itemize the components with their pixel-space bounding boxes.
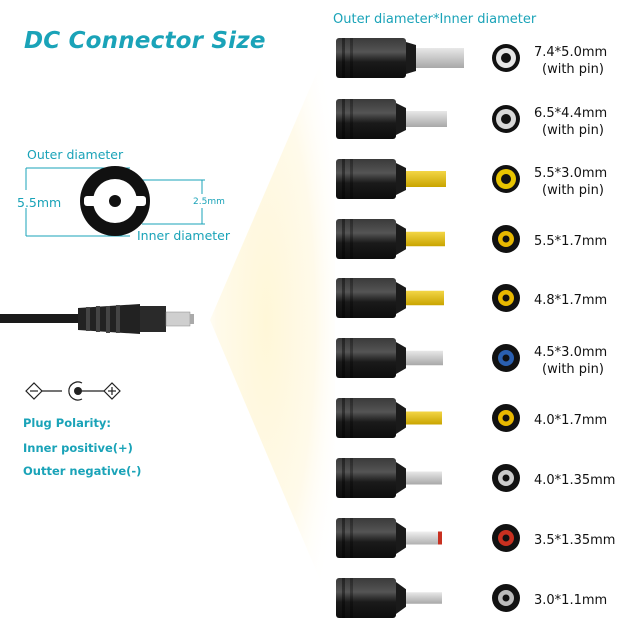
- connector-row: 6.5*4.4mm (with pin): [0, 91, 640, 151]
- plug-cross-section: [25, 166, 205, 237]
- connector-size-value: 3.5*1.35mm: [534, 533, 616, 548]
- connector-size-label: 3.0*1.1mm: [534, 592, 607, 609]
- connector-end-view-icon: [492, 105, 520, 133]
- page-title: DC Connector Size: [24, 28, 266, 54]
- connector-end-view-icon: [492, 404, 520, 432]
- connector-size-value: 4.5*3.0mm: [534, 345, 608, 360]
- connector-tip-image: [336, 578, 442, 618]
- connector-size-value: 4.0*1.7mm: [534, 413, 608, 428]
- connector-tip-image: [336, 398, 442, 438]
- connector-row: 4.5*3.0mm (with pin): [0, 330, 640, 390]
- connector-size-label: 4.8*1.7mm: [534, 292, 607, 309]
- dc-cable-plug: [0, 304, 194, 334]
- connector-size-value: 3.0*1.1mm: [534, 593, 608, 608]
- connector-size-label: 7.4*5.0mm (with pin): [534, 44, 607, 78]
- connector-end-view-icon: [492, 464, 520, 492]
- connector-pin-note: (with pin): [542, 362, 604, 377]
- connector-size-value: 4.8*1.7mm: [534, 293, 608, 308]
- connector-tip-image: [336, 518, 442, 558]
- connector-tip-image: [336, 338, 443, 378]
- connector-row: 5.5*3.0mm (with pin): [0, 151, 640, 211]
- connector-row: 4.0*1.7mm: [0, 390, 640, 450]
- inner-diameter-label: Inner diameter: [137, 228, 230, 243]
- outer-diameter-value: 5.5mm: [17, 195, 62, 210]
- connector-end-view-icon: [492, 344, 520, 372]
- connector-size-value: 7.4*5.0mm: [534, 45, 608, 60]
- connector-row: 4.8*1.7mm: [0, 270, 640, 330]
- connector-size-value: 5.5*1.7mm: [534, 234, 608, 249]
- connector-row: 5.5*1.7mm: [0, 211, 640, 271]
- connector-end-view-icon: [492, 524, 520, 552]
- connector-size-label: 4.0*1.7mm: [534, 412, 607, 429]
- connector-tip-image: [336, 99, 447, 139]
- connector-size-label: 4.5*3.0mm (with pin): [534, 344, 607, 378]
- connector-pin-note: (with pin): [542, 62, 604, 77]
- connector-row: 3.0*1.1mm: [0, 570, 640, 630]
- connector-size-label: 6.5*4.4mm (with pin): [534, 105, 607, 139]
- connector-size-label: 4.0*1.35mm: [534, 472, 615, 489]
- connector-end-view-icon: [492, 284, 520, 312]
- connector-tip-image: [336, 159, 446, 199]
- connector-row: 4.0*1.35mm: [0, 450, 640, 510]
- connector-size-label: 5.5*3.0mm (with pin): [534, 165, 607, 199]
- polarity-outer: Outter negative(-): [23, 464, 142, 478]
- polarity-inner: Inner positive(+): [23, 441, 133, 455]
- outer-diameter-label: Outer diameter: [27, 147, 124, 162]
- polarity-symbol-icon: [25, 381, 121, 401]
- inner-diameter-value: 2.5mm: [193, 197, 225, 207]
- connector-tip-image: [336, 278, 444, 318]
- connector-tip-image: [336, 38, 464, 78]
- connector-row: 3.5*1.35mm: [0, 510, 640, 570]
- connector-size-label: 3.5*1.35mm: [534, 532, 615, 549]
- connector-size-label: 5.5*1.7mm: [534, 233, 607, 250]
- connector-end-view-icon: [492, 165, 520, 193]
- connector-end-view-icon: [492, 225, 520, 253]
- connector-size-value: 5.5*3.0mm: [534, 166, 608, 181]
- connector-pin-note: (with pin): [542, 123, 604, 138]
- polarity-heading: Plug Polarity:: [23, 416, 112, 430]
- connector-pin-note: (with pin): [542, 183, 604, 198]
- connector-row: 7.4*5.0mm (with pin): [0, 30, 640, 90]
- connector-tip-image: [336, 219, 445, 259]
- connector-end-view-icon: [492, 584, 520, 612]
- connector-tip-image: [336, 458, 442, 498]
- connector-end-view-icon: [492, 44, 520, 72]
- connector-size-value: 6.5*4.4mm: [534, 106, 608, 121]
- connector-size-value: 4.0*1.35mm: [534, 473, 616, 488]
- column-header: Outer diameter*Inner diameter: [333, 12, 537, 27]
